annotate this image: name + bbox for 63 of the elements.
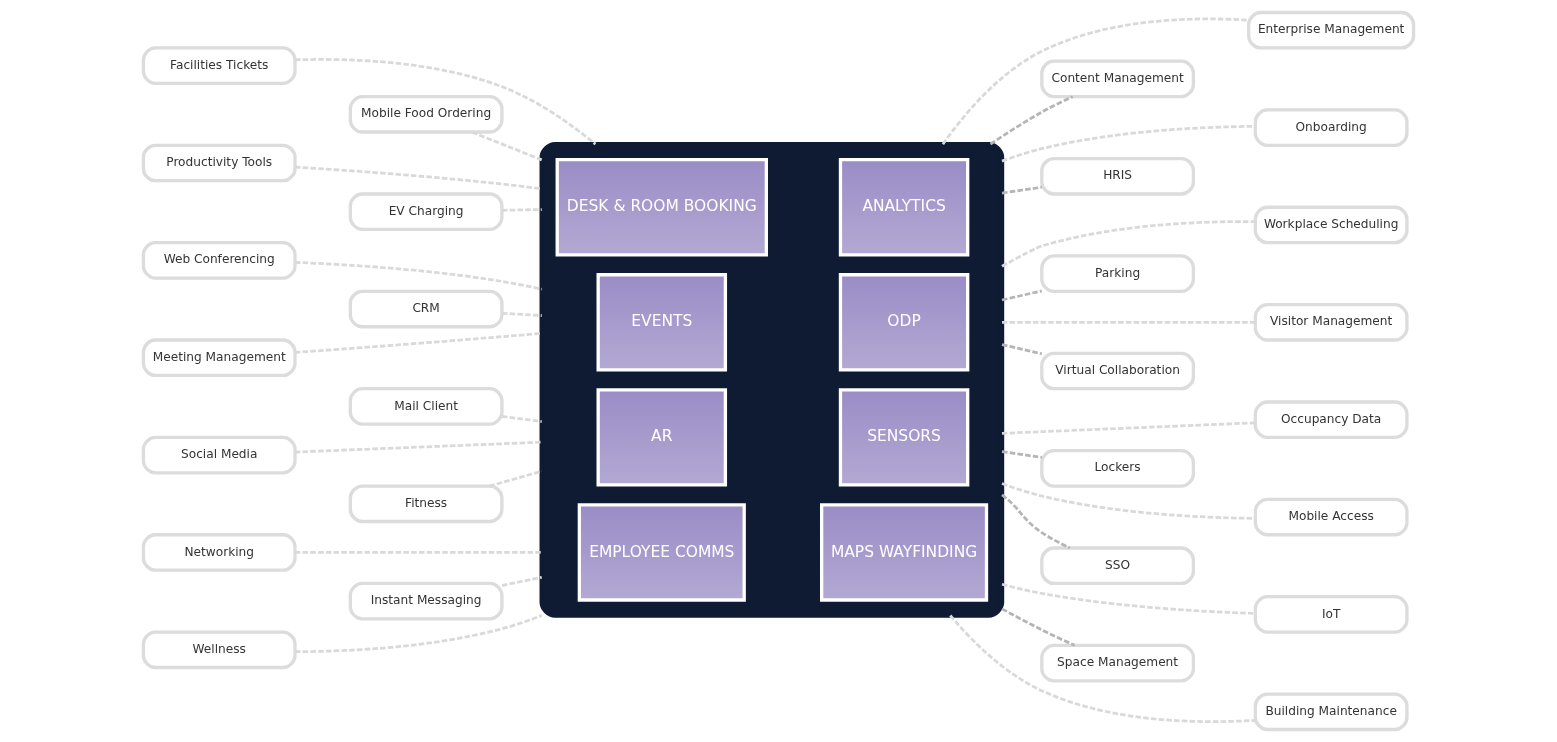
node-box: Workplace Scheduling: [1253, 205, 1409, 245]
connector: [1002, 320, 1256, 324]
node-box: Networking: [141, 533, 297, 572]
node-box: Virtual Collaboration: [1040, 351, 1196, 391]
node-box: Meeting Management: [141, 338, 297, 378]
node-box: Building Maintenance: [1253, 692, 1409, 732]
connector: [294, 331, 542, 354]
connector: [501, 575, 542, 587]
node-box: EVENTS: [596, 273, 728, 372]
node-box: ANALYTICS: [838, 158, 970, 257]
cluster: [539, 141, 1005, 618]
node-box: Mobile Food Ordering: [348, 94, 504, 134]
connector: [949, 614, 1256, 723]
node-box: Lockers: [1040, 449, 1196, 488]
connector: [295, 551, 542, 554]
connector: [501, 414, 542, 423]
connector: [1001, 421, 1256, 435]
node-box: EMPLOYEE COMMS: [577, 503, 746, 602]
connector: [1001, 185, 1042, 195]
node-box: Web Conferencing: [141, 241, 297, 280]
node-box: Fitness: [348, 484, 504, 524]
node-box: HRIS: [1040, 156, 1196, 196]
connector: [1001, 220, 1256, 268]
connector: [489, 469, 543, 488]
connector: [295, 58, 597, 146]
node-box: EV Charging: [348, 192, 504, 232]
node-box: Visitor Management: [1253, 302, 1409, 342]
node-box: Wellness: [141, 630, 297, 670]
connector: [1001, 582, 1256, 615]
node-box: IoT: [1253, 595, 1409, 634]
node-box: Instant Messaging: [348, 581, 504, 621]
connector: [294, 440, 542, 454]
node-box: SSO: [1040, 546, 1196, 586]
connector: [989, 95, 1074, 146]
node-box: SENSORS: [838, 388, 970, 487]
node-box: Facilities Tickets: [141, 46, 297, 85]
connector: [1001, 343, 1043, 356]
node-box: Productivity Tools: [141, 143, 297, 183]
node-box: AR: [596, 388, 728, 487]
node-box: DESK & ROOM BOOKING: [555, 158, 768, 257]
connector: [295, 614, 543, 654]
connector: [1001, 289, 1043, 302]
connector: [1001, 493, 1071, 550]
node-box: MAPS WAYFINDING: [820, 503, 989, 602]
connector: [1001, 450, 1042, 459]
connector: [295, 165, 542, 191]
node-box: Enterprise Management: [1247, 10, 1416, 50]
connector: [471, 130, 543, 162]
connector: [501, 311, 542, 317]
connector: [295, 260, 543, 291]
node-box: Parking: [1040, 254, 1196, 293]
node-box: CRM: [348, 289, 504, 329]
node-box: Space Management: [1040, 643, 1196, 683]
node-box: Onboarding: [1253, 108, 1409, 147]
node-box: Mail Client: [348, 387, 504, 426]
node-box: Occupancy Data: [1253, 400, 1409, 440]
node-box: ODP: [838, 273, 970, 372]
node-box: Social Media: [141, 435, 297, 475]
node-box: Content Management: [1040, 59, 1196, 99]
node-box: Mobile Access: [1253, 497, 1409, 537]
connector: [1001, 607, 1076, 647]
connector: [502, 208, 542, 212]
connector: [941, 17, 1249, 145]
